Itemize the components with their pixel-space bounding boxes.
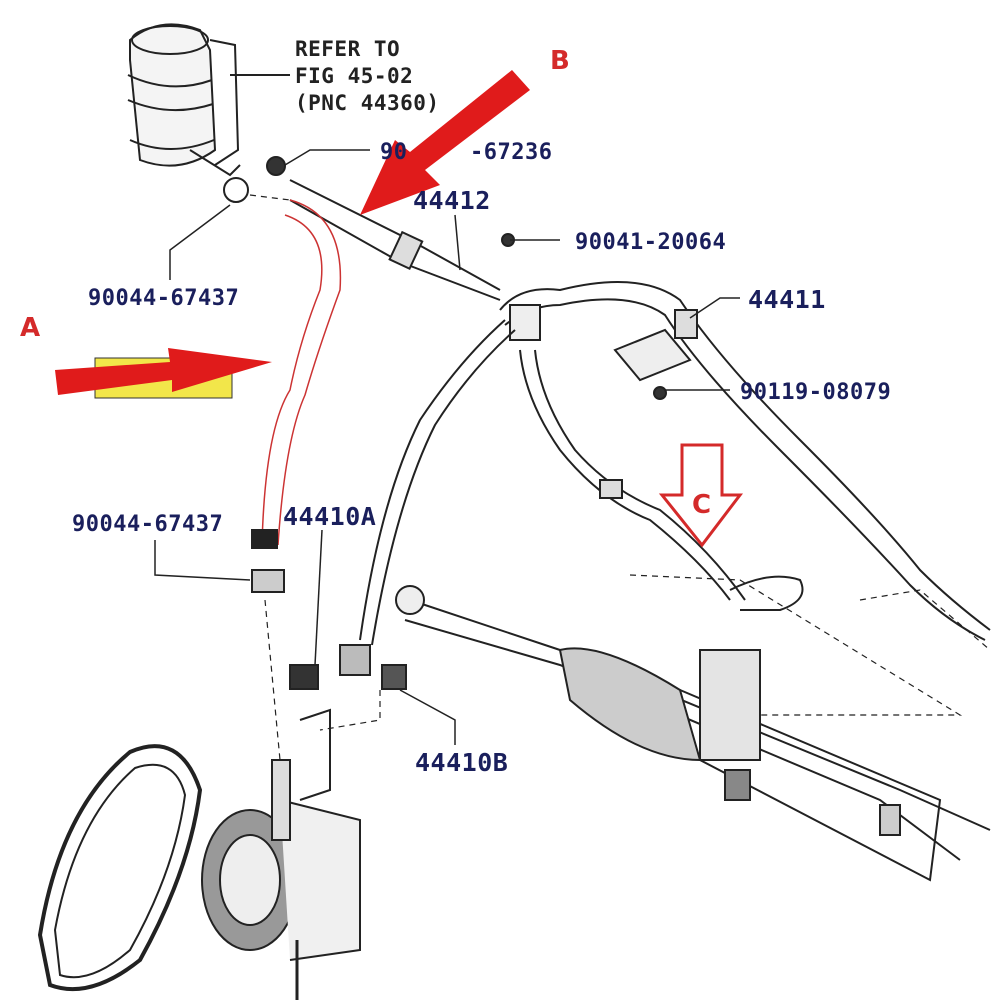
dashed-leaders bbox=[249, 194, 991, 761]
reference-note: REFER TO FIG 45-02 (PNC 44360) bbox=[295, 36, 440, 117]
label-clip-top-prefix: 90 bbox=[380, 140, 408, 165]
steering-rack-drawing bbox=[395, 585, 991, 882]
callout-letter-b: B bbox=[550, 46, 570, 76]
callout-letter-c: C bbox=[692, 490, 712, 520]
drive-belt-drawing bbox=[37, 744, 203, 992]
callout-arrow-b bbox=[360, 70, 530, 215]
label-pressure-hose: 44411 bbox=[748, 285, 826, 314]
union-a-drawing bbox=[289, 664, 319, 690]
label-union-b: 44410B bbox=[415, 748, 509, 777]
return-hose-drawing bbox=[289, 179, 501, 301]
label-clip-left-upper: 90044-67437 bbox=[88, 286, 240, 311]
reference-line-2: FIG 45-02 bbox=[295, 64, 414, 88]
suction-hose-drawing bbox=[251, 199, 342, 549]
reservoir-drawing bbox=[127, 23, 290, 203]
reference-line-3: (PNC 44360) bbox=[295, 91, 440, 115]
callout-arrow-c bbox=[658, 443, 744, 548]
label-return-hose: 44412 bbox=[413, 186, 491, 215]
callout-arrow-a bbox=[55, 348, 272, 399]
label-union-a: 44410A bbox=[283, 502, 377, 531]
label-clip-top-suffix: -67236 bbox=[470, 140, 553, 165]
union-b-drawing bbox=[381, 664, 407, 690]
label-bolt-bracket: 90119-08079 bbox=[740, 380, 892, 405]
label-clip-left-lower: 90044-67437 bbox=[72, 512, 224, 537]
pump-drawing bbox=[201, 708, 361, 1000]
pressure-hose-drawing bbox=[499, 281, 991, 641]
label-leaders bbox=[154, 149, 740, 745]
pressure-line-drawing bbox=[359, 319, 506, 641]
callout-letter-a: A bbox=[20, 313, 41, 343]
reference-line-1: REFER TO bbox=[295, 37, 401, 61]
label-bolt-upper: 90041-20064 bbox=[575, 230, 727, 255]
